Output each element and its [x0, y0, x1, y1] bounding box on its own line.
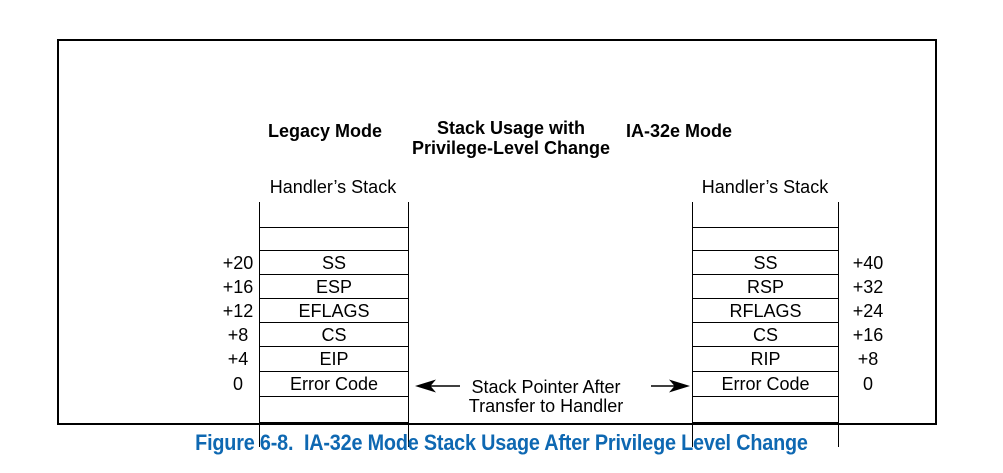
ia32e-offset-plus24: +24: [852, 300, 884, 321]
middle-title: Stack Usage with Privilege-Level Change: [411, 118, 611, 158]
stack-row-empty: [260, 397, 408, 423]
legacy-offset-zero: 0: [232, 374, 243, 394]
stack-row-error-code: Error Code: [260, 372, 408, 397]
stack-row-cs: CS: [260, 323, 408, 347]
ia32e-mode-title: IA-32e Mode: [625, 121, 733, 141]
legacy-mode-title: Legacy Mode: [267, 121, 383, 141]
stack-row-rsp: RSP: [693, 275, 838, 299]
ia32e-offset-plus8: +8: [857, 349, 879, 369]
stack-row-esp: ESP: [260, 275, 408, 299]
stack-row-ss: SS: [693, 251, 838, 275]
stack-row-ss: SS: [260, 251, 408, 275]
arrow-left-icon: [415, 379, 460, 393]
legacy-offset-plus16: +16: [222, 276, 254, 297]
ia32e-stack-diagram: SS RSP RFLAGS CS RIP Error Code: [692, 202, 839, 447]
ia32e-offset-plus40: +40: [852, 252, 884, 273]
middle-title-line1: Stack Usage with: [436, 118, 586, 138]
stack-row-eflags: EFLAGS: [260, 299, 408, 323]
arrow-right-icon: [651, 379, 690, 393]
stack-row-rip: RIP: [693, 347, 838, 372]
stack-row-error-code: Error Code: [693, 372, 838, 397]
stack-pointer-note-line1: Stack Pointer After: [471, 377, 621, 397]
ia32e-offset-plus32: +32: [852, 276, 884, 297]
stack-pointer-note: Stack Pointer After Transfer to Handler: [466, 378, 626, 416]
legacy-offset-plus8: +8: [227, 324, 249, 345]
legacy-handlers-stack-label: Handler’s Stack: [269, 177, 397, 197]
stack-pointer-note-line2: Transfer to Handler: [468, 396, 624, 416]
stack-row-empty: [693, 397, 838, 423]
ia32e-offset-zero: 0: [862, 374, 873, 394]
legacy-offset-plus12: +12: [222, 300, 254, 321]
stack-row-empty: [693, 228, 838, 251]
stack-row-open-top: [693, 202, 838, 228]
middle-title-line2: Privilege-Level Change: [411, 138, 611, 158]
stack-row-rflags: RFLAGS: [693, 299, 838, 323]
figure-caption: Figure 6-8. IA-32e Mode Stack Usage Afte…: [195, 430, 808, 455]
stack-row-eip: EIP: [260, 347, 408, 372]
ia32e-handlers-stack-label: Handler’s Stack: [701, 177, 829, 197]
legacy-offset-plus20: +20: [222, 252, 254, 273]
legacy-offset-plus4: +4: [227, 349, 249, 369]
stack-row-empty: [260, 228, 408, 251]
ia32e-offset-plus16: +16: [852, 324, 884, 345]
stack-row-cs: CS: [693, 323, 838, 347]
figure-border-box: Legacy Mode Stack Usage with Privilege-L…: [57, 39, 937, 447]
legacy-stack-diagram: SS ESP EFLAGS CS EIP Error Code: [259, 202, 409, 447]
stack-row-open-top: [260, 202, 408, 228]
